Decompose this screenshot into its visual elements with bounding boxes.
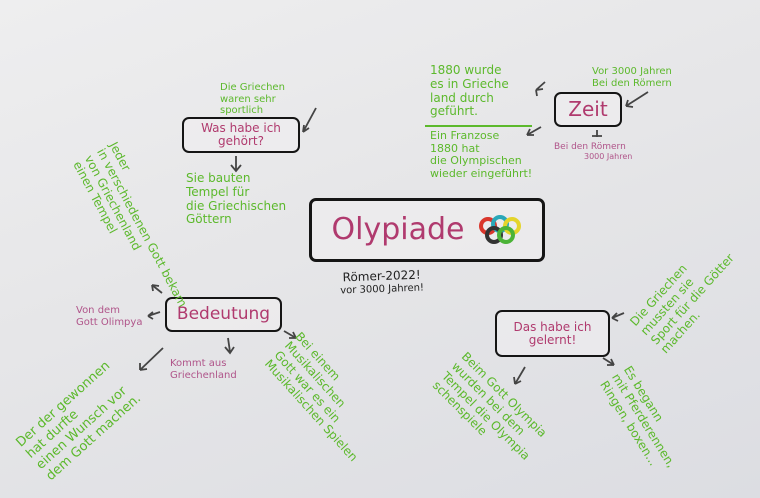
- arrow: [592, 130, 602, 137]
- center-subtitle: Römer-2022! vor 3000 Jahren!: [340, 267, 425, 297]
- center-topic-box: Olypiade: [309, 198, 545, 262]
- note-meaning-griechenland: Kommt aus Griechenland: [170, 358, 237, 381]
- arrow: [625, 91, 649, 108]
- arrow: [147, 311, 161, 320]
- meaning-topic-box: Bedeutung: [165, 297, 282, 332]
- note-meaning-gott: Von dem Gott Olimpya: [76, 305, 143, 328]
- arrow: [535, 81, 546, 97]
- olympic-rings-icon: [479, 215, 522, 244]
- note-time-franzose: Ein Franzose 1880 hat die Olympischen wi…: [430, 129, 533, 180]
- arrow: [602, 357, 615, 366]
- arrow: [513, 366, 526, 385]
- arrow: [526, 126, 542, 136]
- heard-topic-box: Was habe ich gehört?: [182, 117, 300, 153]
- note-heard-tempel: Sie bauten Tempel für die Griechischen G…: [186, 171, 287, 227]
- arrow: [611, 312, 625, 322]
- note-heard-sportlich: Die Griechen waren sehr sportlich: [220, 82, 285, 116]
- arrow: [283, 330, 297, 339]
- learned-topic-box: Das habe ich gelernt!: [495, 310, 610, 357]
- time-topic-box: Zeit: [554, 92, 622, 127]
- note-time-roemer: Bei den Römern 3000 Jahren: [554, 142, 633, 162]
- note-time-3000: Vor 3000 Jahren Bei den Römern: [592, 66, 672, 89]
- arrow: [151, 284, 163, 294]
- arrow: [230, 156, 242, 173]
- arrow: [224, 337, 235, 355]
- note-time-1880: 1880 wurde es in Grieche land durch gefü…: [430, 63, 509, 119]
- arrow: [139, 347, 164, 371]
- center-title: Olypiade: [331, 212, 465, 248]
- arrow: [302, 107, 317, 133]
